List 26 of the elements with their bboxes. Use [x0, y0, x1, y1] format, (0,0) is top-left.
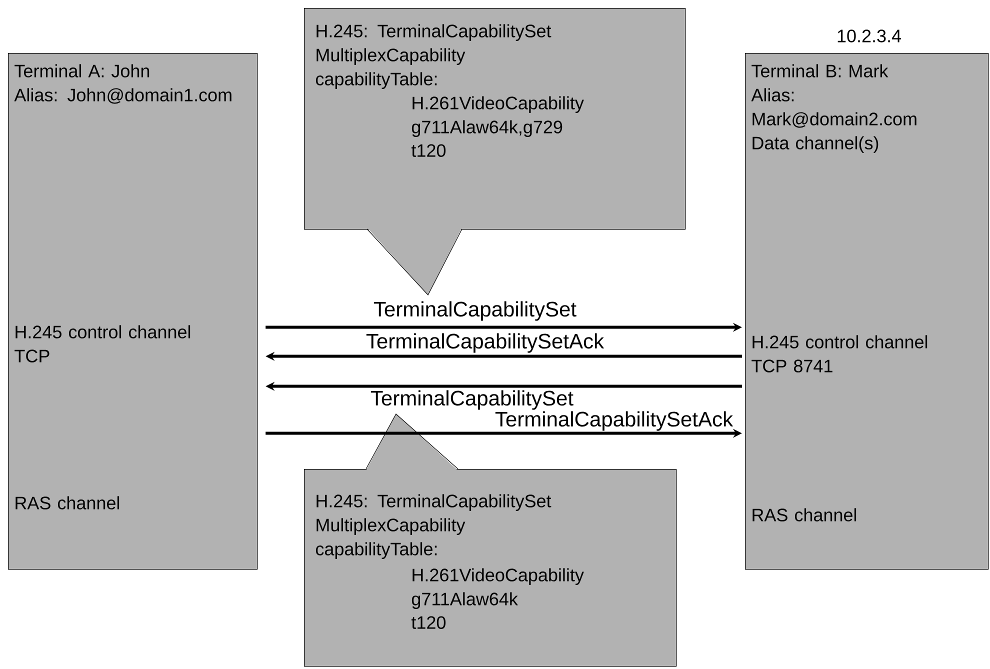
box-text: H.245: TerminalCapabilitySet	[316, 24, 552, 41]
box-text: Alias: Mark@domain2.com	[751, 88, 916, 128]
box-text: H.245 control channel TCP 8741	[752, 335, 928, 372]
box-text: MultiplexCapability	[316, 518, 466, 535]
box-text: H.245 control channel TCP	[14, 325, 190, 362]
box-text: H.261VideoCapability	[412, 96, 584, 113]
box-text: g711Alaw64k,g729	[412, 120, 562, 137]
box-text: Data channel(s)	[752, 136, 878, 153]
edge-label: TerminalCapabilitySetAck	[495, 411, 734, 431]
box-text: Alias: John@domain1.com	[14, 88, 232, 104]
box-text: RAS channel	[16, 496, 120, 510]
box-text: MultiplexCapability	[316, 48, 466, 65]
box-text: Terminal A: John	[14, 64, 150, 78]
address-label: 10.2.3.4	[838, 30, 902, 42]
box-text: capabilityTable:	[316, 72, 437, 89]
box-text: H.245: TerminalCapabilitySet	[316, 494, 552, 511]
edge-label: TerminalCapabilitySet	[370, 390, 574, 410]
edge-label: TerminalCapabilitySetAck	[366, 333, 604, 353]
box-text: RAS channel	[752, 508, 856, 522]
box-text: H.261VideoCapability	[412, 568, 584, 585]
box-text: Terminal B: Mark	[752, 64, 888, 78]
edge-label: TerminalCapabilitySet	[374, 301, 576, 321]
box-text: g711Alaw64k	[412, 592, 518, 609]
box-text: t120	[411, 144, 446, 157]
box-text: capabilityTable:	[316, 542, 437, 559]
box-text: t120	[411, 616, 446, 629]
